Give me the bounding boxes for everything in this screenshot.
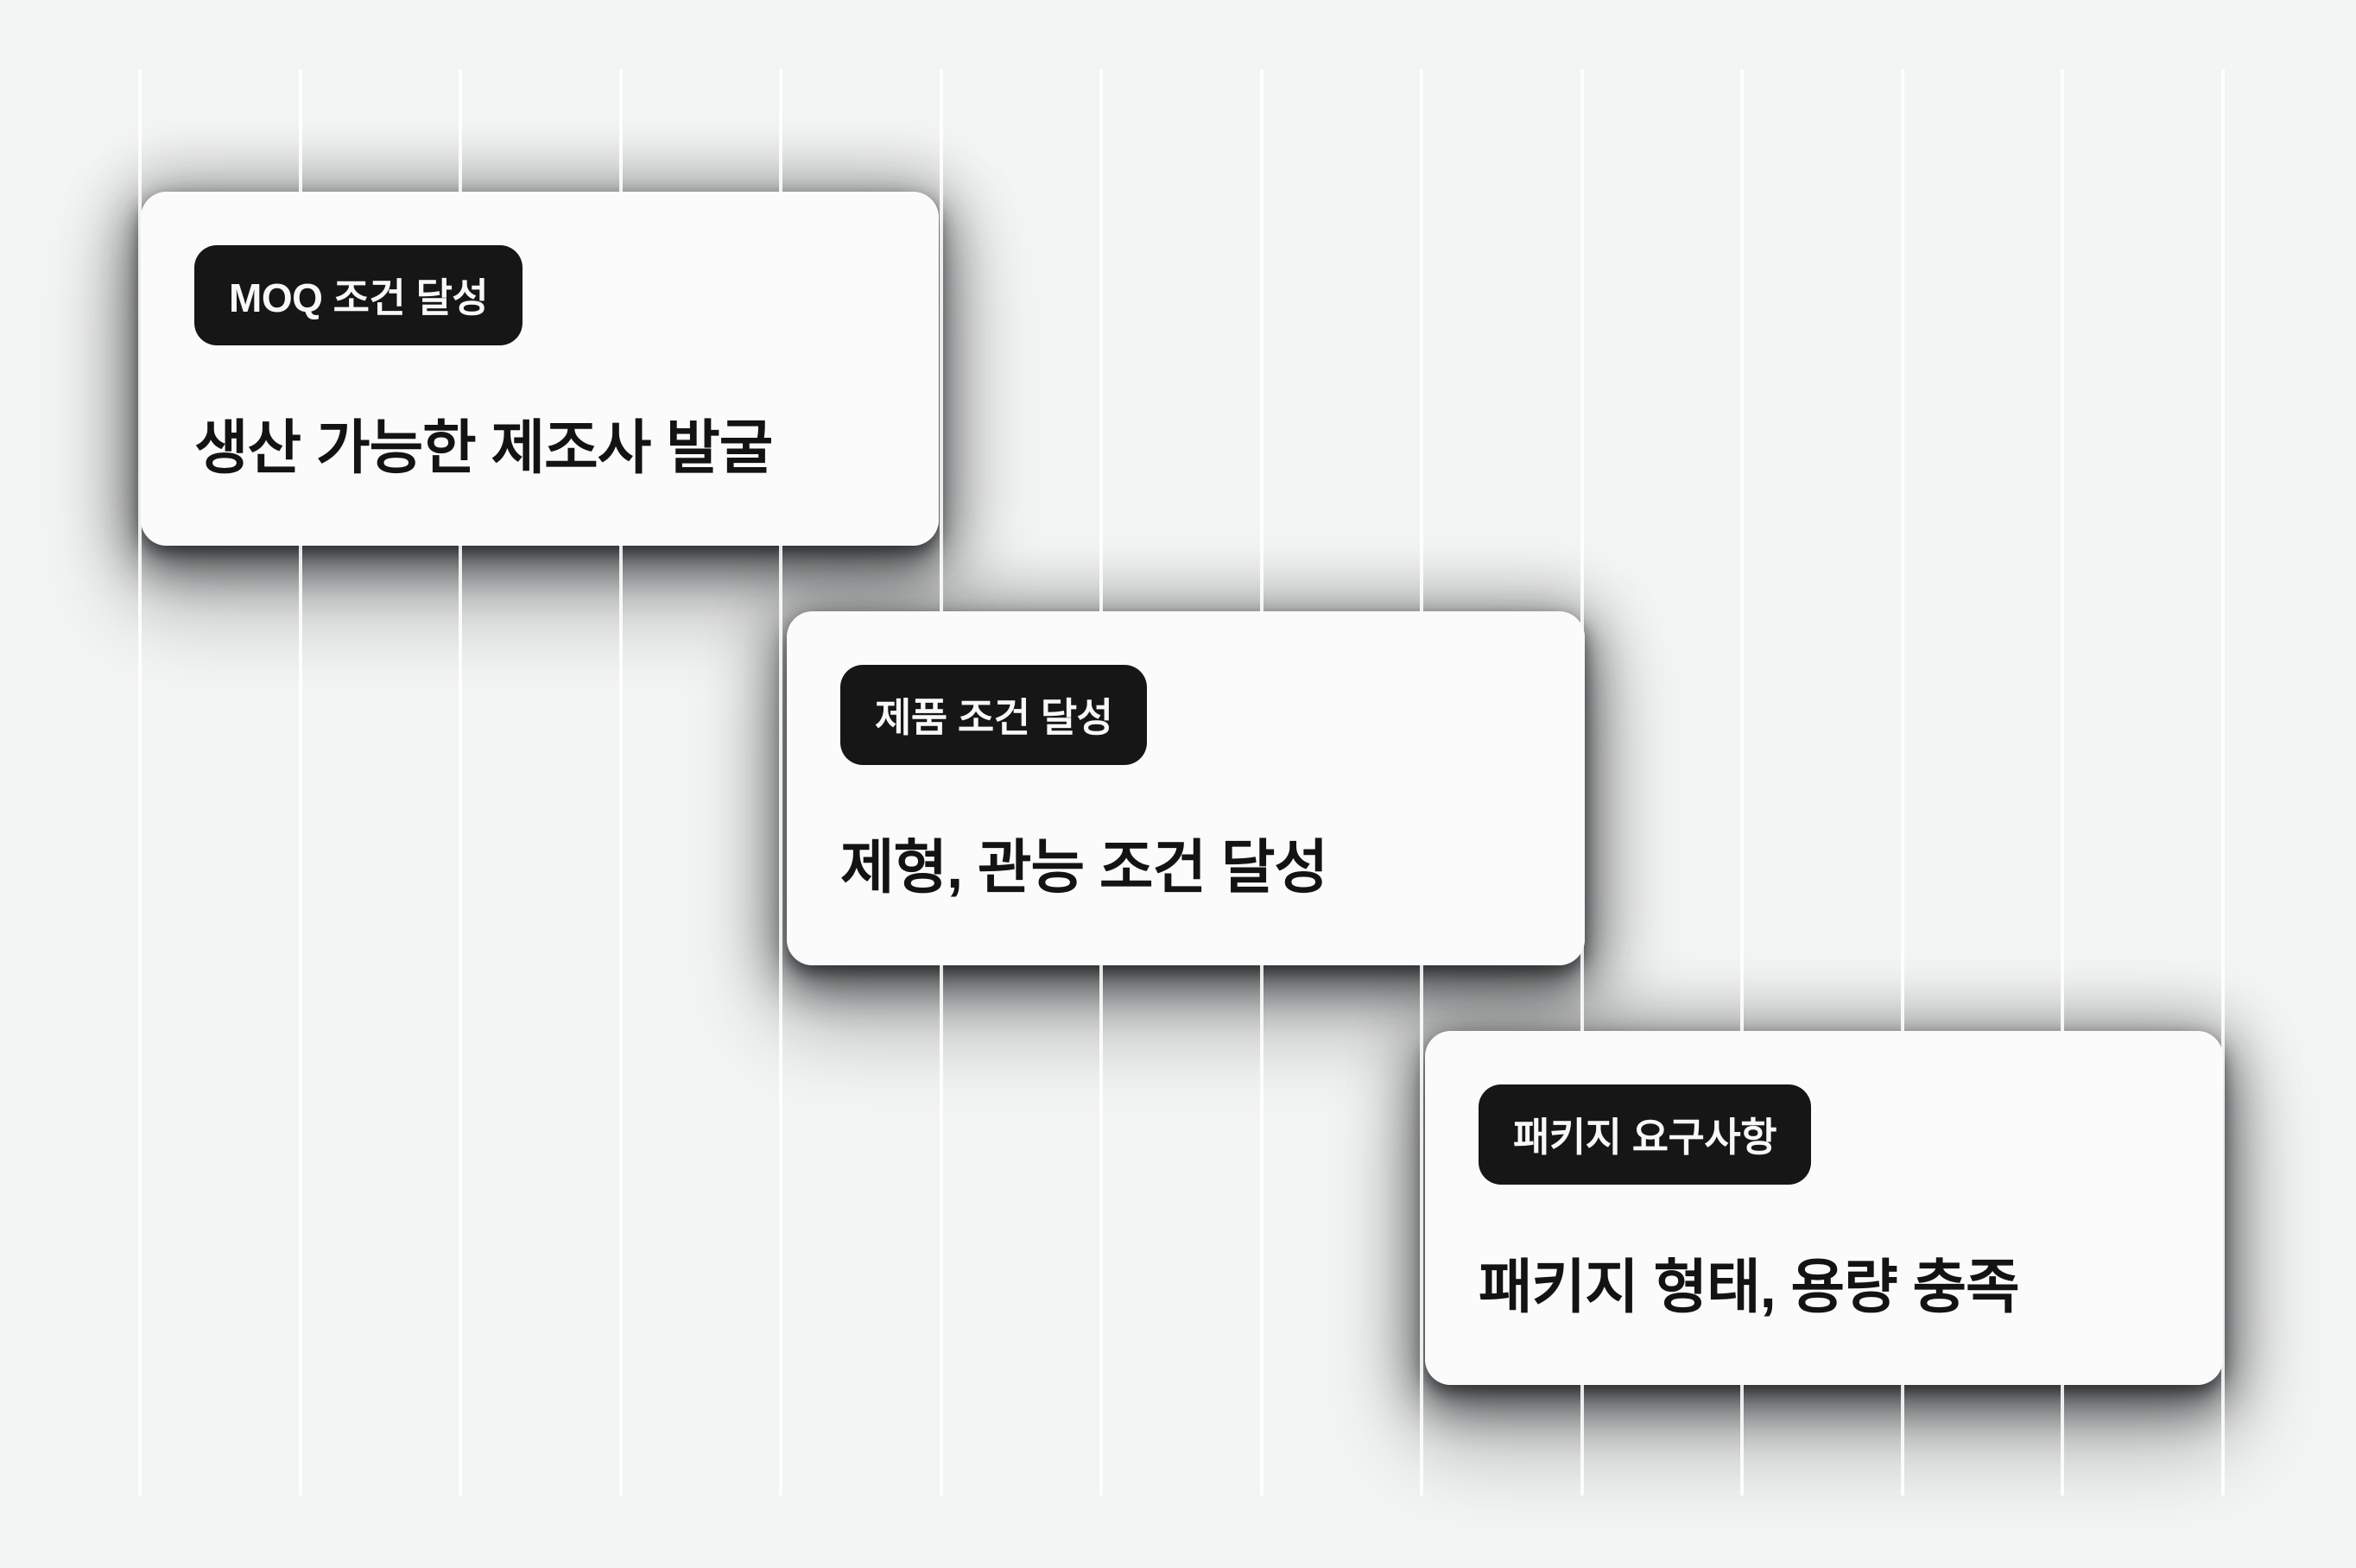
card-title-package-requirements: 패키지 형태, 용량 충족 (1479, 1255, 2020, 1320)
card-moq-condition: MOQ 조건 달성 생산 가능한 제조사 발굴 (141, 192, 939, 546)
card-product-condition: 제품 조건 달성 제형, 관능 조건 달성 (787, 611, 1585, 965)
card-badge-moq-condition: MOQ 조건 달성 (194, 245, 523, 345)
card-badge-package-requirements: 패키지 요구사항 (1479, 1084, 1812, 1185)
card-badge-product-condition: 제품 조건 달성 (840, 665, 1148, 765)
vertical-line (298, 69, 302, 1495)
vertical-line (779, 69, 782, 1495)
vertical-line (1740, 69, 1744, 1495)
card-title-product-condition: 제형, 관능 조건 달성 (840, 835, 1328, 901)
vertical-line (459, 69, 462, 1495)
card-title-moq-condition: 생산 가능한 제조사 발굴 (194, 415, 773, 481)
vertical-line (138, 69, 142, 1495)
vertical-line (1900, 69, 1904, 1495)
vertical-line (2061, 69, 2064, 1495)
card-package-requirements: 패키지 요구사항 패키지 형태, 용량 충족 (1425, 1031, 2223, 1385)
vertical-line (2220, 69, 2225, 1495)
vertical-line (618, 69, 623, 1495)
